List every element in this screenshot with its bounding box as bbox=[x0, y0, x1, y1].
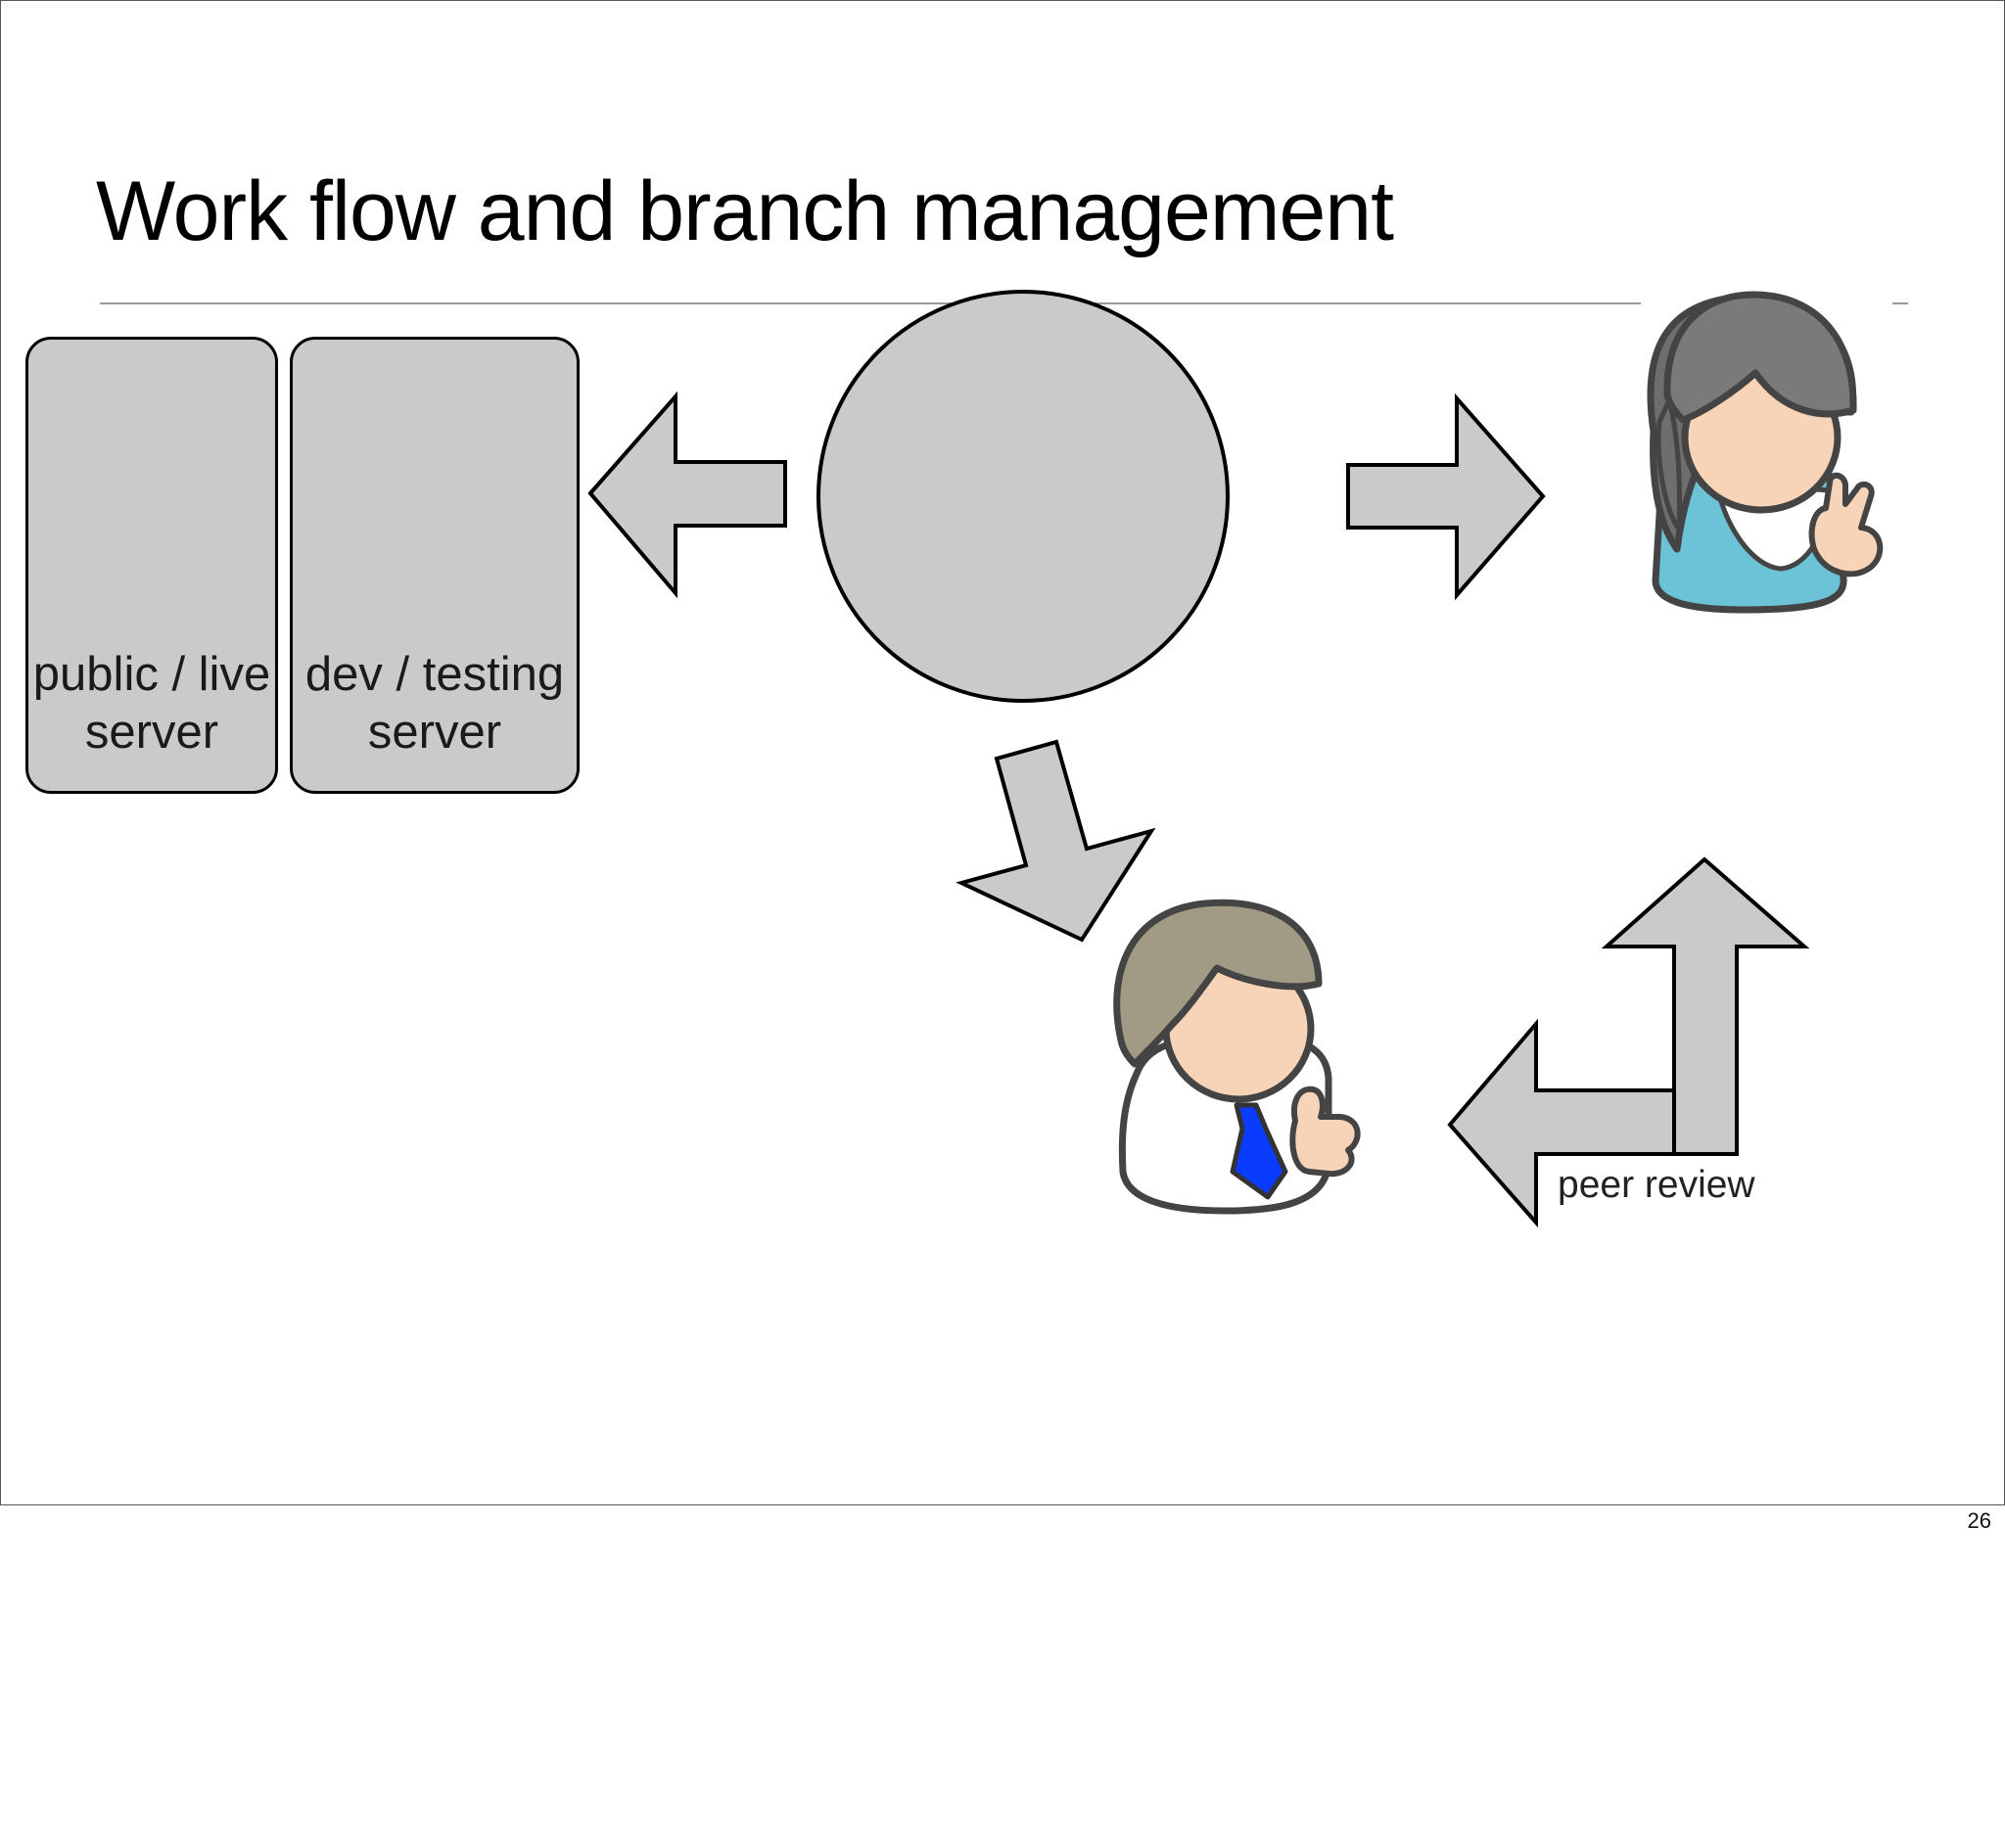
dev-testing-server-label: dev / testing server bbox=[293, 646, 577, 762]
server-label-line2: server bbox=[367, 706, 502, 759]
server-label-line1: dev / testing bbox=[304, 648, 565, 701]
title-divider-stub bbox=[1892, 302, 1908, 304]
public-live-server-box: public / live server bbox=[25, 337, 278, 794]
dev-testing-server-box: dev / testing server bbox=[290, 337, 580, 794]
server-label-line2: server bbox=[84, 706, 219, 759]
arrow-peer-review-left bbox=[1447, 1018, 1676, 1228]
slide-title: Work flow and branch management bbox=[96, 164, 1394, 258]
arrow-peer-review-up bbox=[1601, 856, 1810, 1156]
arrow-left-to-dev-server bbox=[587, 391, 787, 599]
woman-developer-icon bbox=[1647, 291, 1884, 614]
peer-review-label: peer review bbox=[1558, 1164, 1755, 1206]
arrow-right-to-developer bbox=[1346, 393, 1546, 601]
workflow-diagram bbox=[587, 290, 1884, 1228]
arrow-down-to-developer bbox=[956, 739, 1156, 943]
man-developer-icon bbox=[1113, 899, 1361, 1215]
slide: Work flow and branch management bbox=[0, 0, 2005, 1505]
page-number: 26 bbox=[1967, 1508, 1991, 1533]
repository-circle-icon bbox=[816, 290, 1230, 703]
title-divider bbox=[100, 302, 1641, 304]
server-label-line1: public / live bbox=[32, 648, 271, 701]
public-live-server-label: public / live server bbox=[28, 646, 275, 762]
